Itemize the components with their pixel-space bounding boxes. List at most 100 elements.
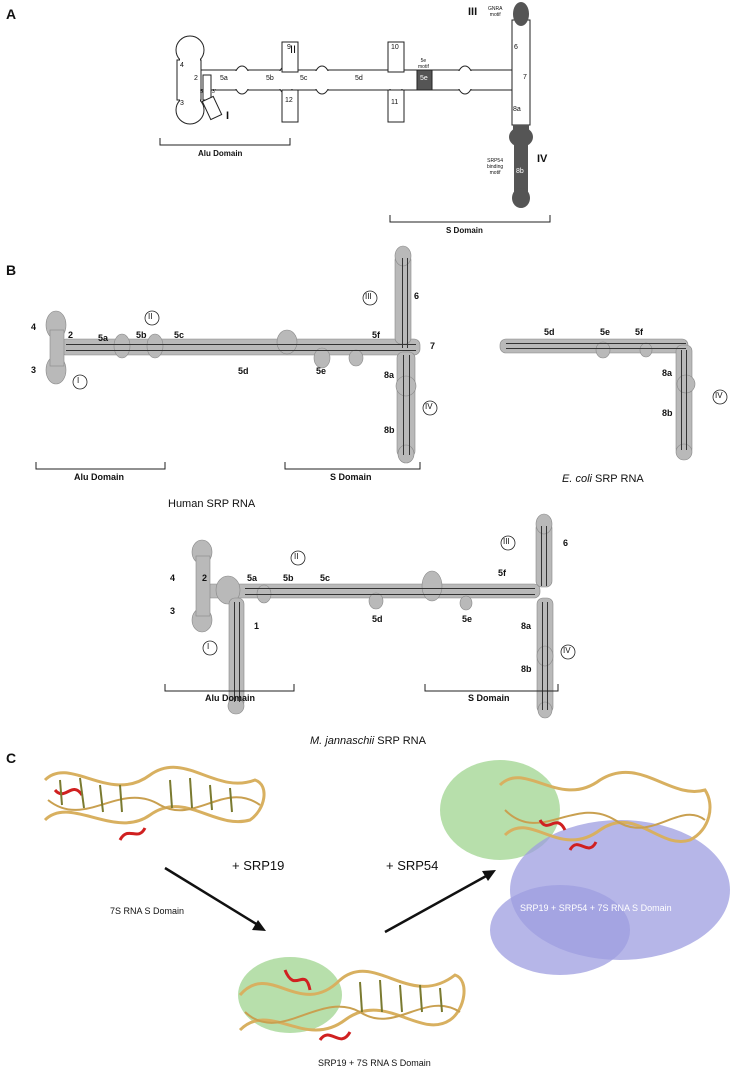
panel-a-roman-iv: IV: [537, 153, 548, 165]
srp19-rna-label: SRP19 + 7S RNA S Domain: [318, 1058, 431, 1068]
helix-label-2: 2: [194, 75, 198, 82]
ecoli-helix-5d: 5d: [544, 327, 555, 337]
end-3-label: 3': [212, 89, 216, 95]
mj-helix-5c: 5c: [320, 573, 331, 583]
mj-roman-iii: III: [503, 537, 510, 546]
end-5-label: 5': [200, 89, 204, 95]
panel-c-structures: [43, 760, 730, 1041]
panel-b-ecoli-srp-rna: [499, 338, 728, 461]
helix-label-8a: 8a: [513, 106, 521, 113]
helix-label-5d: 5d: [355, 75, 363, 82]
srp54-line-2: binding: [487, 164, 504, 170]
helix-label-4: 4: [180, 62, 184, 69]
mj-s-domain: S Domain: [468, 693, 510, 703]
helix-label-12: 12: [285, 97, 293, 104]
helix-label-5a: 5a: [220, 75, 228, 82]
human-helix-5b: 5b: [136, 330, 147, 340]
srp19-srp54-rna-structure: [440, 760, 730, 975]
arrow-1-head: [252, 920, 266, 931]
panel-letter-b: B: [6, 262, 17, 278]
ecoli-species-name: E. coli: [562, 473, 592, 485]
rna-s-domain-label: 7S RNA S Domain: [110, 906, 185, 916]
srp54-line-3: motif: [489, 170, 501, 176]
panel-b-mjannaschii-srp-rna: [164, 513, 576, 719]
mj-helix-4: 4: [170, 573, 176, 583]
mj-species-name: M. jannaschii: [310, 735, 375, 747]
rna-s-domain-structure: [43, 765, 266, 841]
human-helix-5e: 5e: [316, 366, 327, 376]
human-helix-8b: 8b: [384, 425, 395, 435]
ecoli-helix-8a: 8a: [662, 368, 673, 378]
panel-a-alu-domain: Alu Domain: [198, 149, 243, 158]
panel-letter-a: A: [6, 6, 17, 22]
helix-label-3: 3: [180, 100, 184, 107]
mj-srp-rna-caption: M. jannaschii SRP RNA: [310, 735, 426, 747]
mj-caption-rest: SRP RNA: [374, 735, 426, 747]
gnra-line-1: GNRA: [488, 6, 503, 12]
plus-srp54-label: + SRP54: [386, 858, 439, 873]
human-roman-iv: IV: [425, 402, 433, 411]
mj-helix-6: 6: [563, 538, 569, 548]
ecoli-helix-8b: 8b: [662, 408, 673, 418]
human-s-domain: S Domain: [330, 472, 372, 482]
panel-a-roman-i: I: [226, 110, 230, 122]
arrow-2-line: [384, 873, 489, 934]
human-helix-5f: 5f: [372, 330, 381, 340]
helix-label-6: 6: [514, 44, 518, 51]
mj-helix-8a: 8a: [521, 621, 532, 631]
mj-helix-5f: 5f: [498, 568, 507, 578]
5e-motif-label: 5e motif: [418, 58, 429, 70]
helix-label-5b: 5b: [266, 75, 274, 82]
panel-letter-c: C: [6, 750, 17, 766]
panel-a-schematic: [159, 2, 551, 223]
helix-label-5e: 5e: [420, 75, 428, 82]
mj-alu-domain: Alu Domain: [205, 693, 256, 703]
ecoli-helix-5f: 5f: [635, 327, 644, 337]
human-helix-5c: 5c: [174, 330, 185, 340]
ecoli-helix-5e: 5e: [600, 327, 611, 337]
helix-label-5c: 5c: [300, 75, 308, 82]
srp19-rna-structure: [238, 957, 466, 1041]
human-roman-i: I: [77, 376, 80, 385]
human-helix-5d: 5d: [238, 366, 249, 376]
mj-helix-3: 3: [170, 606, 176, 616]
mj-helix-2: 2: [202, 573, 208, 583]
5e-motif-line-2: motif: [418, 64, 429, 70]
helix-label-11: 11: [391, 99, 399, 106]
panel-a-roman-iii: III: [468, 6, 478, 18]
helix-label-9: 9: [287, 44, 291, 51]
mj-helix-5b: 5b: [283, 573, 294, 583]
human-alu-domain: Alu Domain: [74, 472, 125, 482]
human-helix-3: 3: [31, 365, 37, 375]
mj-roman-i: I: [207, 642, 210, 651]
srp54-line-1: SRP54: [487, 158, 503, 164]
helix-label-10: 10: [391, 44, 399, 51]
mj-helix-5a: 5a: [247, 573, 258, 583]
panel-b-human-srp-rna: [35, 245, 438, 470]
human-helix-6: 6: [414, 291, 420, 301]
mj-helix-1: 1: [254, 621, 260, 631]
gnra-motif-label: GNRA motif: [488, 6, 502, 18]
helix-label-8b: 8b: [516, 168, 524, 175]
panel-a-s-domain: S Domain: [446, 226, 483, 235]
gnra-line-2: motif: [489, 12, 501, 18]
mj-roman-ii: II: [294, 552, 299, 561]
mj-helix-8b: 8b: [521, 664, 532, 674]
human-helix-8a: 8a: [384, 370, 395, 380]
ecoli-srp-rna-caption: E. coli SRP RNA: [562, 473, 644, 485]
mj-roman-iv: IV: [563, 646, 571, 655]
human-helix-2: 2: [68, 330, 74, 340]
srp54-motif-label: SRP54 binding motif: [487, 158, 503, 176]
arrow-2-head: [482, 870, 496, 881]
panel-a-roman-ii: II: [290, 44, 297, 56]
helix-label-7: 7: [523, 74, 527, 81]
mj-helix-5e: 5e: [462, 614, 473, 624]
ecoli-roman-iv: IV: [715, 391, 723, 400]
srp19-srp54-rna-label: SRP19 + SRP54 + 7S RNA S Domain: [520, 903, 672, 913]
ecoli-caption-rest: SRP RNA: [591, 473, 644, 485]
human-roman-ii: II: [148, 312, 153, 321]
plus-srp19-label: + SRP19: [232, 858, 285, 873]
human-helix-5a: 5a: [98, 333, 109, 343]
human-helix-7: 7: [430, 341, 436, 351]
human-srp-rna-caption: Human SRP RNA: [168, 498, 256, 510]
